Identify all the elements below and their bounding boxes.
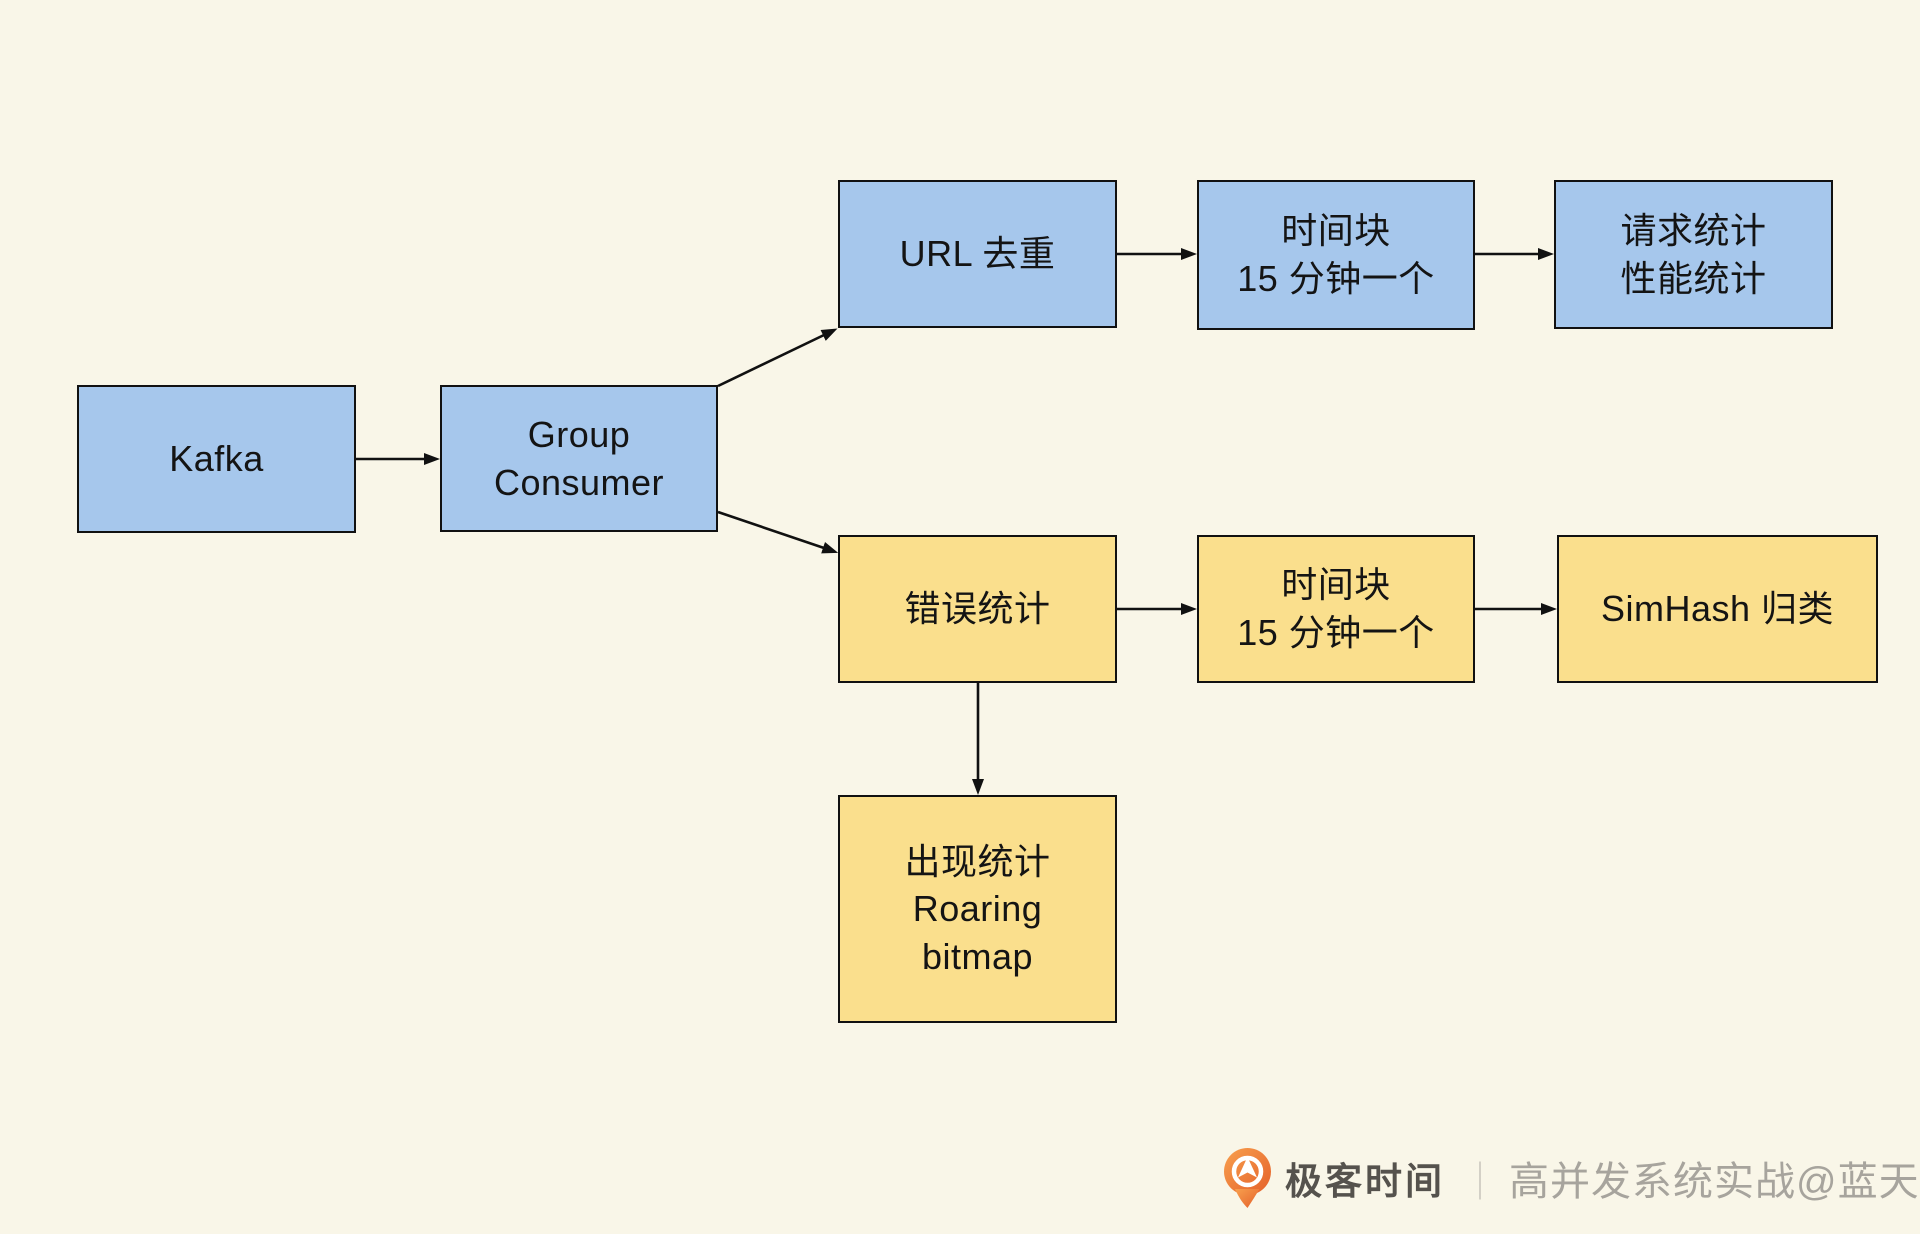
node-error-stats: 错误统计 (838, 535, 1117, 683)
node-url-dedup: URL 去重 (838, 180, 1117, 328)
node-request-perf-stats: 请求统计 性能统计 (1554, 180, 1833, 329)
arrow-group-consumer-to-error-stats (717, 510, 839, 554)
watermark: 极客时间 ｜ 高并发系统实战@蓝天 (1224, 1142, 1920, 1214)
arrow-group-consumer-to-url-dedup (717, 328, 838, 388)
node-simhash: SimHash 归类 (1557, 535, 1878, 683)
watermark-brand-text: 极客时间 (1285, 1161, 1445, 1202)
node-kafka: Kafka (77, 385, 356, 533)
node-occurrence-stats: 出现统计 Roaring bitmap (838, 795, 1117, 1023)
watermark-credit-text: 高并发系统实战@蓝天 (1509, 1160, 1920, 1204)
node-time-block-top: 时间块 15 分钟一个 (1197, 180, 1475, 330)
geektime-logo-icon (1224, 1147, 1271, 1208)
node-time-block-bottom: 时间块 15 分钟一个 (1197, 535, 1475, 683)
watermark-separator: ｜ (1461, 1161, 1500, 1204)
node-group-consumer: Group Consumer (440, 385, 718, 532)
